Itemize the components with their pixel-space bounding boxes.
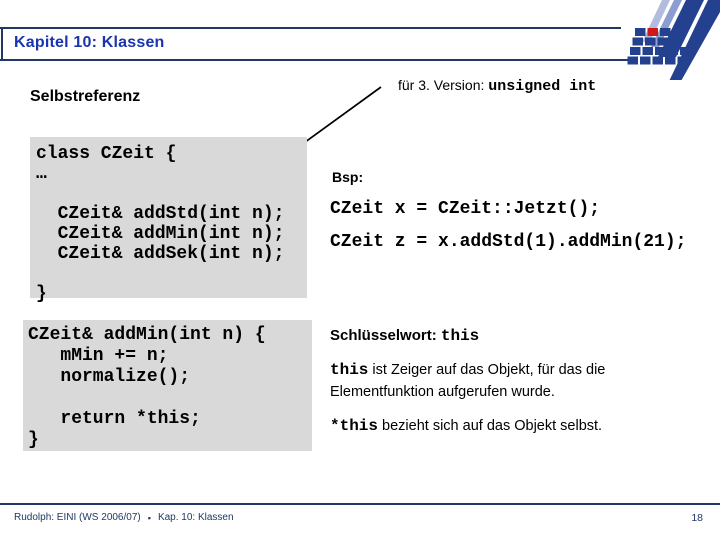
keyword-label: Schlüsselwort: xyxy=(330,327,441,344)
logo-stripe-mid xyxy=(651,0,682,47)
header-left-rule xyxy=(1,27,3,61)
page-title: Kapitel 10: Klassen xyxy=(14,34,165,51)
footer-rule xyxy=(0,503,720,505)
footer-author: Rudolph: EINI (WS 2006/07) xyxy=(14,512,141,523)
footer-chapter: Kap. 10: Klassen xyxy=(157,512,234,523)
code-block-class-declaration: class CZeit { … CZeit& addStd(int n); CZ… xyxy=(30,137,307,304)
page-number: 18 xyxy=(691,512,703,524)
this-inline-code: this xyxy=(330,361,369,379)
example-label: Bsp: xyxy=(332,169,364,185)
header-top-rule xyxy=(0,27,621,29)
version-annotation-code: unsigned int xyxy=(488,78,597,95)
header-bottom-rule xyxy=(0,59,629,61)
university-logo-icon xyxy=(627,0,720,80)
logo-red-square xyxy=(647,28,658,36)
this-explanation-paragraph: this ist Zeiger auf das Objekt, für das … xyxy=(330,359,710,403)
star-this-text: bezieht sich auf das Objekt selbst. xyxy=(378,418,603,434)
logo-square-grid xyxy=(627,28,691,65)
footer-bullet-icon: ▪ xyxy=(147,512,151,523)
section-heading: Selbstreferenz xyxy=(30,88,141,105)
version-annotation-text: für 3. Version: xyxy=(398,77,489,93)
footer: Rudolph: EINI (WS 2006/07) ▪ Kap. 10: Kl… xyxy=(14,512,234,524)
star-this-inline-code: *this xyxy=(330,417,379,435)
code-block-addmin-definition: CZeit& addMin(int n) { mMin += n; normal… xyxy=(23,320,312,451)
star-this-paragraph: *this bezieht sich auf das Objekt selbst… xyxy=(330,415,710,437)
keyword-heading: Schlüsselwort: this xyxy=(330,327,479,345)
version-annotation: für 3. Version: unsigned int xyxy=(398,77,596,95)
this-explanation-text: ist Zeiger auf das Objekt, für das die E… xyxy=(330,362,606,400)
example-code: CZeit x = CZeit::Jetzt(); CZeit z = x.ad… xyxy=(330,199,687,252)
keyword-code: this xyxy=(440,327,480,345)
